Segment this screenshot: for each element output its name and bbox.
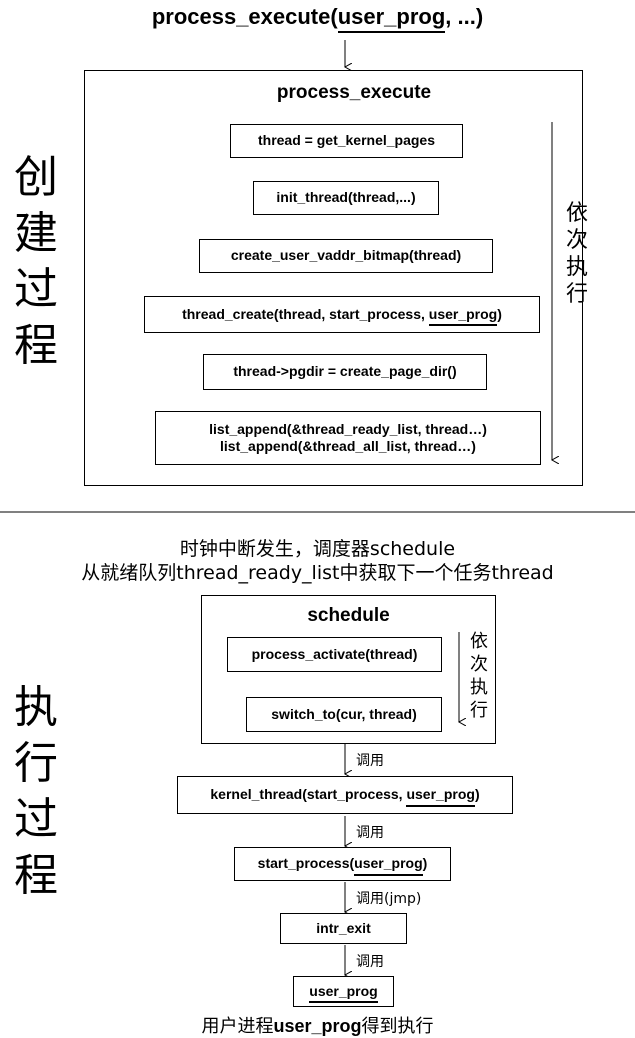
- creation-order-char-4: 行: [565, 282, 588, 307]
- list-append-ready: list_append(&thread_ready_list, thread…): [209, 420, 487, 437]
- schedule-order-char-1: 依: [470, 631, 488, 652]
- execution-intro-line-1: 时钟中断发生，调度器schedule: [179, 538, 456, 560]
- execution-side-char-3: 过: [14, 794, 58, 845]
- schedule-order-char-2: 次: [470, 654, 488, 675]
- creation-order-label: 依 次 执 行: [562, 200, 592, 308]
- footer-caption: 用户进程user_prog得到执行: [0, 1012, 635, 1038]
- execution-intro-line-2: 从就绪队列thread_ready_list中获取下一个任务thread: [81, 562, 554, 584]
- schedule-frame: [201, 595, 496, 744]
- user-prog-label: user_prog: [309, 982, 379, 1003]
- kernel-thread-prefix: kernel_thread(start_process,: [210, 786, 407, 803]
- start-process-prefix: start_process(: [257, 855, 355, 872]
- list-append-all: list_append(&thread_all_list, thread…): [220, 438, 476, 454]
- kernel-thread-box: kernel_thread(start_process, user_prog): [177, 776, 513, 814]
- schedule-order-char-3: 执: [470, 677, 488, 698]
- kernel-thread-suffix: ): [474, 786, 480, 803]
- execution-intro: 时钟中断发生，调度器schedule 从就绪队列thread_ready_lis…: [0, 537, 635, 585]
- call-label-3: 调用(jmp): [356, 891, 422, 907]
- process-execute-frame: [84, 70, 583, 486]
- top-title: process_execute(user_prog, ...): [0, 4, 635, 33]
- user-prog-box: user_prog: [293, 976, 394, 1007]
- creation-order-char-2: 次: [565, 228, 588, 253]
- step-process-activate: process_activate(thread): [227, 637, 442, 672]
- top-title-prefix: process_execute(: [151, 4, 338, 29]
- creation-order-char-3: 执: [565, 255, 588, 280]
- start-process-arg: user_prog: [354, 855, 424, 876]
- start-process-box: start_process(user_prog): [234, 847, 451, 881]
- call-label-1: 调用: [356, 753, 384, 769]
- thread-create-arg: user_prog: [428, 305, 498, 326]
- footer-suffix: 得到执行: [361, 1016, 434, 1037]
- schedule-order-char-4: 行: [470, 700, 488, 721]
- schedule-order-label: 依 次 执 行: [467, 630, 491, 722]
- start-process-suffix: ): [422, 855, 428, 872]
- thread-create-suffix: ): [497, 305, 502, 322]
- kernel-thread-arg: user_prog: [406, 786, 476, 807]
- thread-create-prefix: thread_create(thread, start_process,: [182, 305, 429, 322]
- creation-side-label: 创 建 过 程: [10, 150, 62, 374]
- intr-exit-box: intr_exit: [280, 913, 407, 944]
- call-label-2: 调用: [356, 825, 384, 841]
- top-title-arg: user_prog: [337, 4, 446, 33]
- creation-side-char-3: 过: [14, 264, 58, 315]
- creation-side-char-1: 创: [14, 152, 58, 203]
- process-execute-title: process_execute: [276, 82, 432, 103]
- step-init-thread: init_thread(thread,...): [253, 181, 439, 215]
- step-thread-create: thread_create(thread, start_process, use…: [144, 296, 540, 333]
- step-switch-to: switch_to(cur, thread): [246, 697, 442, 732]
- footer-bold: user_prog: [273, 1016, 362, 1036]
- call-label-4: 调用: [356, 954, 384, 970]
- step-get-kernel-pages: thread = get_kernel_pages: [230, 124, 463, 158]
- execution-side-label: 执 行 过 程: [10, 680, 62, 904]
- step-create-user-vaddr-bitmap: create_user_vaddr_bitmap(thread): [199, 239, 493, 273]
- step-create-page-dir: thread->pgdir = create_page_dir(): [203, 354, 487, 390]
- execution-side-char-2: 行: [14, 738, 58, 789]
- execution-side-char-1: 执: [14, 682, 58, 733]
- footer-prefix: 用户进程: [201, 1016, 274, 1037]
- creation-order-char-1: 依: [565, 201, 588, 226]
- schedule-title: schedule: [307, 605, 390, 626]
- execution-side-char-4: 程: [14, 850, 58, 901]
- step-list-append: list_append(&thread_ready_list, thread…)…: [155, 411, 541, 465]
- creation-side-char-4: 程: [14, 320, 58, 371]
- creation-side-char-2: 建: [14, 208, 58, 259]
- top-title-suffix: , ...): [445, 4, 484, 29]
